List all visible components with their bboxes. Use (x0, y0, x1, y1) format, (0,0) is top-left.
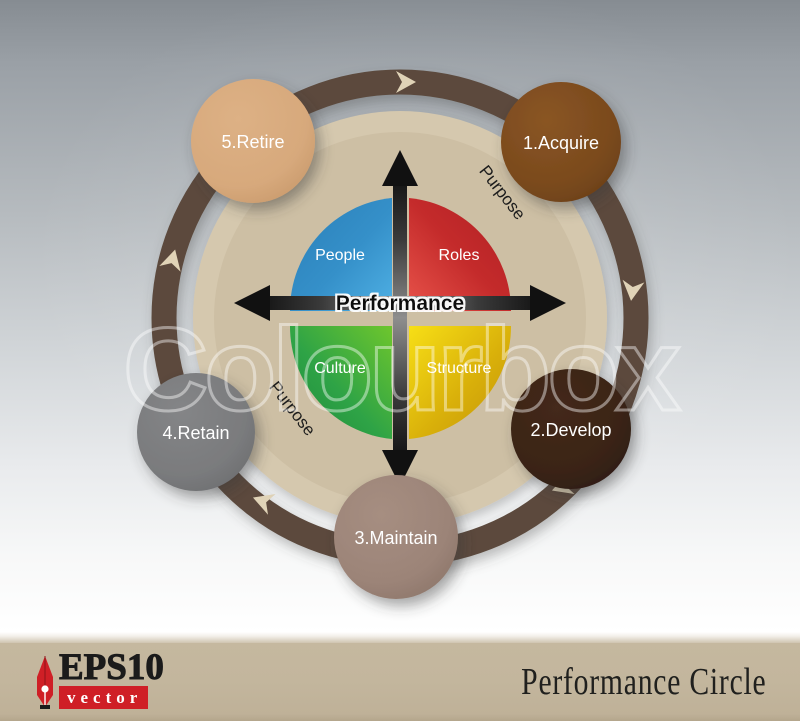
node-label-retain: 4.Retain (162, 423, 229, 443)
quadrant-label-structure: Structure (427, 360, 492, 377)
arrow-right-shaft (400, 296, 543, 310)
ring-arrow-right-icon (622, 279, 645, 301)
footer-banner: EPS10 vector Performance Circle (0, 632, 800, 721)
arrow-down-head-icon (382, 450, 418, 486)
arrow-right-head-icon (530, 285, 566, 321)
ring-arrow-top-icon (396, 71, 416, 93)
quadrant-label-people: People (315, 247, 365, 264)
node-develop[interactable]: 2.Develop (511, 369, 631, 489)
performance-circle-diagram: People Roles Culture Structure Performan… (137, 69, 649, 599)
arrow-down-shaft (393, 318, 407, 461)
center-label-performance: Performance (336, 292, 464, 315)
eps10-vector-logo: EPS10 vector (34, 647, 165, 711)
logo-secondary-text: vector (59, 686, 149, 709)
ring-arrow-left-icon (159, 249, 181, 272)
quadrant-label-culture: Culture (314, 360, 366, 377)
node-maintain[interactable]: 3.Maintain (334, 475, 458, 599)
banner-top-highlight (0, 632, 800, 643)
arrow-up-shaft (393, 175, 407, 318)
ring-arrow-bottom-icon (252, 494, 276, 515)
node-retire[interactable]: 5.Retire (191, 79, 315, 203)
node-label-develop: 2.Develop (530, 420, 611, 440)
node-acquire[interactable]: 1.Acquire (501, 82, 621, 202)
arrow-left-head-icon (234, 285, 270, 321)
cross-arrows-group (234, 150, 566, 486)
quadrant-label-roles: Roles (439, 247, 480, 264)
banner-title: Performance Circle (520, 661, 766, 703)
quadrant-people-fill (289, 198, 392, 311)
quadrant-culture[interactable] (289, 326, 392, 439)
node-label-maintain: 3.Maintain (354, 528, 437, 548)
node-retain[interactable]: 4.Retain (137, 373, 255, 491)
logo-primary-text: EPS10 (59, 647, 165, 688)
quadrants-group (289, 198, 512, 439)
quadrant-structure[interactable] (409, 326, 512, 439)
arrow-up-head-icon (382, 150, 418, 186)
node-label-acquire: 1.Acquire (523, 133, 599, 153)
quadrant-roles[interactable] (409, 198, 512, 311)
node-label-retire: 5.Retire (221, 132, 284, 152)
arrow-left-shaft (257, 296, 400, 310)
pen-nib-icon (37, 656, 53, 709)
